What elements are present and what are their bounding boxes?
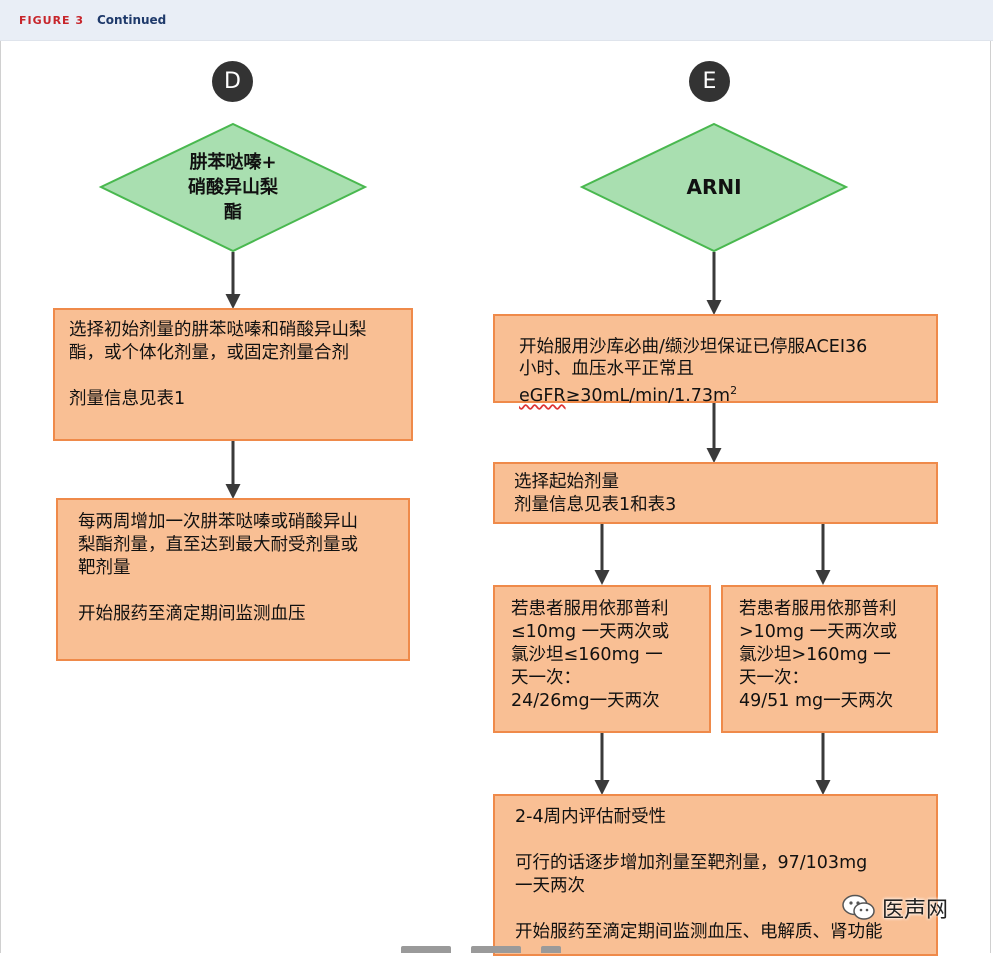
decision-right-label: ARNI [686,175,742,199]
box-line: 2-4周内评估耐受性 [515,807,667,827]
box-line: 开始服药至滴定期间监测血压、电解质、肾功能 [515,922,883,942]
box-line: 可行的话逐步增加剂量至靶剂量，97/103mg [515,853,868,873]
box-line: 小时、血压水平正常且 [519,359,694,379]
egfr-value: ≥30mL/min/1.73m [565,385,731,406]
badge-e: E [689,61,730,102]
box-line: >10mg 一天两次或 [739,622,898,642]
watermark: 医声网 [842,892,948,924]
box-line: 开始服药至滴定期间监测血压 [78,604,306,624]
bottom-tab [401,946,451,953]
box-line: 49/51 mg一天两次 [739,691,894,711]
box-line: 天一次： [511,668,581,688]
box-line: ≤10mg 一天两次或 [511,622,670,642]
badge-d: D [212,61,253,102]
box-line: 梨酯剂量，直至达到最大耐受剂量或 [78,535,358,555]
left-step-titration: 每两周增加一次肼苯哒嗪或硝酸异山 梨酯剂量，直至达到最大耐受剂量或 靶剂量 开始… [56,498,410,661]
right-step-tolerance: 2-4周内评估耐受性 可行的话逐步增加剂量至靶剂量，97/103mg 一天两次 … [493,794,938,956]
box-line: 选择起始剂量 [514,472,619,492]
bottom-tab [471,946,521,953]
egfr-term: eGFR [519,385,566,406]
box-line: 选择初始剂量的肼苯哒嗪和硝酸异山梨 [69,320,367,340]
left-step-initial-dose: 选择初始剂量的肼苯哒嗪和硝酸异山梨 酯，或个体化剂量，或固定剂量合剂 剂量信息见… [53,308,413,441]
figure-continued-label: Continued [97,13,167,27]
box-line: 若患者服用依那普利 [511,599,669,619]
box-line-egfr: eGFR≥30mL/min/1.73m2 [519,380,936,407]
figure-label: FIGURE 3 [19,14,85,27]
box-line: 24/26mg一天两次 [511,691,660,711]
box-line: 靶剂量 [78,558,131,578]
decision-left-line: 肼苯哒嗪+ [189,152,277,173]
wechat-icon [842,894,876,922]
right-step-start-arni: 开始服用沙库必曲/缬沙坦保证已停服ACEI36 小时、血压水平正常且 eGFR≥… [493,314,938,406]
decision-left-line: 酯 [224,202,242,223]
right-step-select-dose: 选择起始剂量 剂量信息见表1和表3 [493,462,938,524]
figure-header: FIGURE 3 Continued [0,0,993,41]
box-line: 酯，或个体化剂量，或固定剂量合剂 [69,343,349,363]
bottom-tab [541,946,561,953]
right-step-high-dose: 若患者服用依那普利 >10mg 一天两次或 氯沙坦>160mg 一 天一次： 4… [721,585,938,733]
right-step-low-dose: 若患者服用依那普利 ≤10mg 一天两次或 氯沙坦≤160mg 一 天一次： 2… [493,585,711,733]
box-line: 剂量信息见表1和表3 [514,495,677,515]
box-line: 每两周增加一次肼苯哒嗪或硝酸异山 [78,512,358,532]
decision-left-label: 肼苯哒嗪+ 硝酸异山梨 酯 [153,150,313,225]
box-line: 一天两次 [515,876,585,896]
egfr-superscript: 2 [730,384,738,397]
decision-diamond-left [98,122,368,253]
box-line: 氯沙坦≤160mg 一 [511,645,663,665]
box-line: 若患者服用依那普利 [739,599,897,619]
box-line: 天一次： [739,668,809,688]
box-line: 氯沙坦>160mg 一 [739,645,891,665]
box-line: 剂量信息见表1 [69,389,186,409]
decision-left-line: 硝酸异山梨 [188,177,278,198]
decision-diamond-right [579,122,849,253]
box-line: 开始服用沙库必曲/缬沙坦保证已停服ACEI36 [519,337,868,357]
watermark-text: 医声网 [882,898,949,923]
